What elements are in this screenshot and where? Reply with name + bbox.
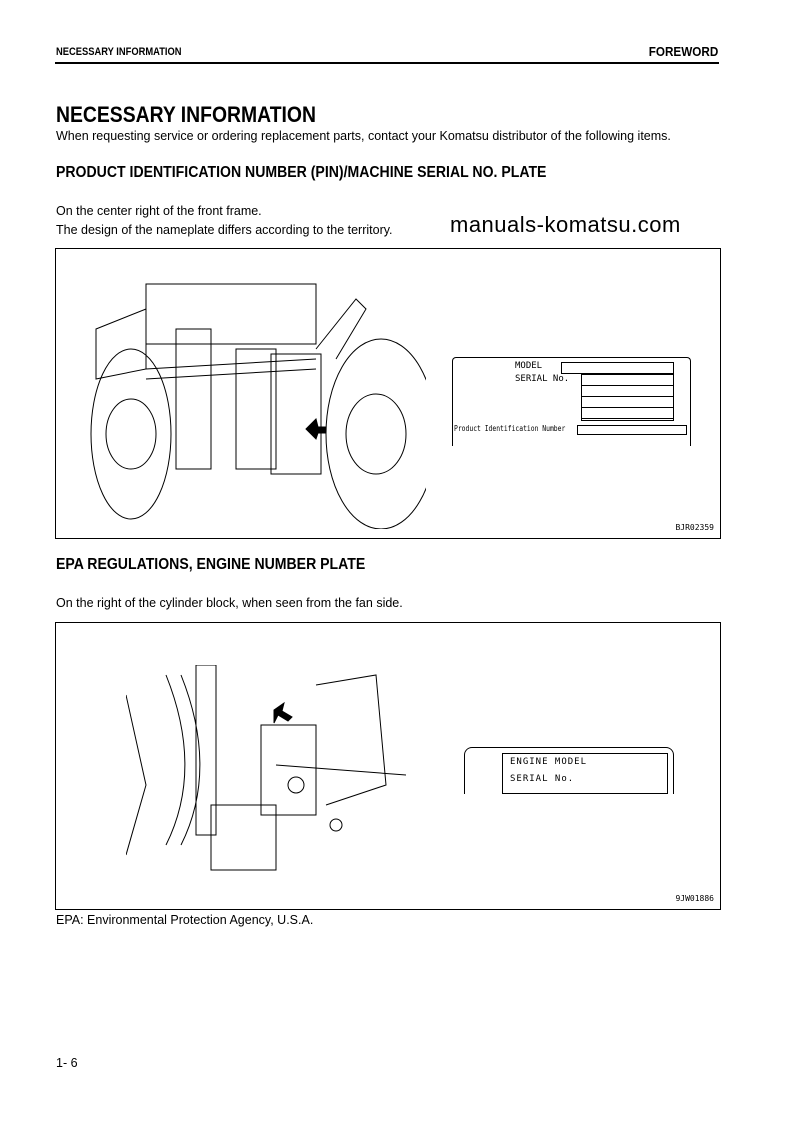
header-chapter: FOREWORD	[648, 44, 718, 59]
pin-heading: PRODUCT IDENTIFICATION NUMBER (PIN)/MACH…	[56, 164, 547, 181]
header-rule	[55, 62, 719, 64]
plate-pin-label: Product Identification Number	[454, 424, 566, 433]
pin-line2: The design of the nameplate differs acco…	[56, 223, 393, 237]
figure-code: BJR02359	[675, 523, 714, 532]
machine-front-frame-drawing	[90, 283, 426, 529]
pin-line1: On the center right of the front frame.	[56, 204, 262, 218]
plate-serial-label: SERIAL No.	[515, 374, 570, 384]
engine-serial-label: SERIAL No.	[510, 774, 575, 784]
intro-text: When requesting service or ordering repl…	[56, 129, 671, 143]
epa-footnote: EPA: Environmental Protection Agency, U.…	[56, 913, 314, 927]
header-section: NECESSARY INFORMATION	[56, 46, 182, 58]
pin-figure: MODEL SERIAL No. Product Identification …	[55, 248, 721, 539]
engine-cylinder-block-drawing	[126, 665, 406, 871]
serial-fields	[581, 374, 674, 421]
epa-heading: EPA REGULATIONS, ENGINE NUMBER PLATE	[56, 556, 366, 573]
model-field	[561, 362, 674, 374]
engine-model-label: ENGINE MODEL	[510, 757, 588, 767]
watermark: manuals-komatsu.com	[450, 212, 681, 237]
pin-plate: MODEL SERIAL No. Product Identification …	[452, 357, 691, 446]
plate-model-label: MODEL	[515, 361, 543, 371]
engine-plate: ENGINE MODEL SERIAL No.	[464, 747, 674, 794]
pin-field	[577, 425, 687, 435]
page-title: NECESSARY INFORMATION	[56, 102, 316, 127]
epa-figure: ENGINE MODEL SERIAL No. 9JW01886	[55, 622, 721, 910]
engine-plate-inner: ENGINE MODEL SERIAL No.	[502, 753, 668, 794]
figure-code: 9JW01886	[675, 894, 714, 903]
page-number: 1- 6	[56, 1056, 78, 1070]
epa-line1: On the right of the cylinder block, when…	[56, 596, 403, 610]
